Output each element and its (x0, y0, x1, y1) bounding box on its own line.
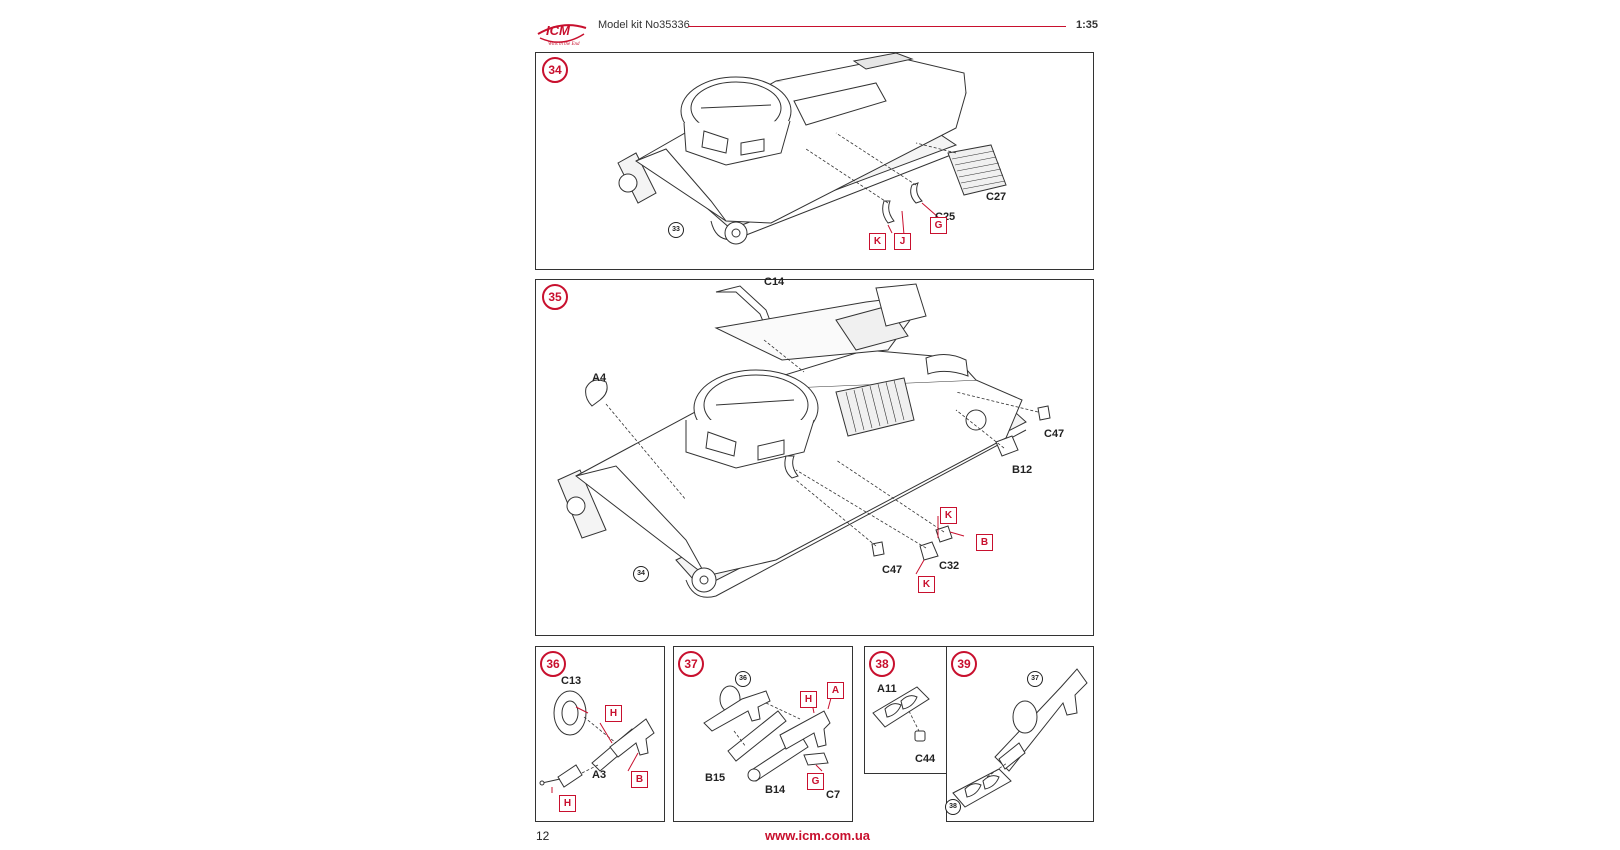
part-label-b12: B12 (1012, 464, 1033, 476)
sub-assembly-b: B (631, 771, 648, 788)
step-36-panel: 36 C13 A3 H B H (535, 646, 665, 822)
icm-logo: ICM Wins in the End (534, 18, 590, 48)
model-kit-number: Model kit No35336 (598, 19, 690, 31)
step-35-drawing (557, 283, 1051, 598)
part-label-c47-right: C47 (1044, 428, 1065, 440)
step-ref-36: 36 (735, 671, 751, 687)
part-label-a3: A3 (592, 769, 607, 781)
logo-slogan: Wins in the End (548, 42, 580, 47)
step-39-drawing (952, 668, 1088, 808)
sub-assembly-h: H (800, 691, 817, 708)
step-ref-38: 38 (945, 799, 961, 815)
part-label-a11: A11 (877, 683, 897, 695)
sub-assembly-k: K (869, 233, 886, 250)
sub-assembly-k-top: K (940, 507, 957, 524)
part-label-c13: C13 (561, 675, 582, 687)
website-link[interactable]: www.icm.com.ua (765, 828, 870, 843)
step-38-number: 38 (869, 651, 895, 677)
part-label-c14: C14 (764, 276, 785, 288)
page-number: 12 (536, 829, 550, 843)
step-37-panel: 37 36 B15 B14 C7 A H G (673, 646, 853, 822)
part-label-a4: A4 (592, 372, 607, 384)
sub-assembly-g: G (807, 773, 824, 790)
sub-assembly-g: G (930, 217, 947, 234)
sub-assembly-h-top: H (605, 705, 622, 722)
step-35-panel: 35 C14 A4 C47 B12 C47 C32 K B K 34 (535, 276, 1094, 636)
step-38-drawing (872, 686, 930, 742)
step-39-number: 39 (951, 651, 977, 677)
step-ref-37: 37 (1027, 671, 1043, 687)
step-34-panel: 34 C27 C25 K J G 33 (535, 52, 1094, 270)
part-label-b15: B15 (705, 772, 726, 784)
step-36-number: 36 (540, 651, 566, 677)
logo-text: ICM (546, 23, 571, 38)
sub-assembly-j: J (894, 233, 911, 250)
part-label-c32: C32 (939, 560, 960, 572)
step-ref-33: 33 (668, 222, 684, 238)
step-35-number: 35 (542, 284, 568, 310)
part-label-c47-bottom: C47 (882, 564, 903, 576)
step-ref-34: 34 (633, 566, 649, 582)
step-38-panel: 38 A11 C44 (864, 646, 947, 774)
sub-assembly-k-bottom: K (918, 576, 935, 593)
step-36-drawing (539, 690, 655, 793)
step-37-drawing (703, 685, 835, 782)
step-39-panel: 39 37 38 (945, 646, 1094, 822)
sub-assembly-b: B (976, 534, 993, 551)
step-34-drawing (617, 53, 1007, 245)
part-label-b14: B14 (765, 784, 786, 796)
part-label-c7: C7 (826, 789, 841, 801)
sub-assembly-h-bottom: H (559, 795, 576, 812)
kit-scale: 1:35 (1076, 19, 1099, 31)
sub-assembly-a: A (827, 682, 844, 699)
part-label-c27: C27 (986, 191, 1007, 203)
header-divider (688, 26, 1066, 27)
step-34-number: 34 (542, 57, 568, 83)
part-label-c44: C44 (915, 753, 936, 765)
step-37-number: 37 (678, 651, 704, 677)
